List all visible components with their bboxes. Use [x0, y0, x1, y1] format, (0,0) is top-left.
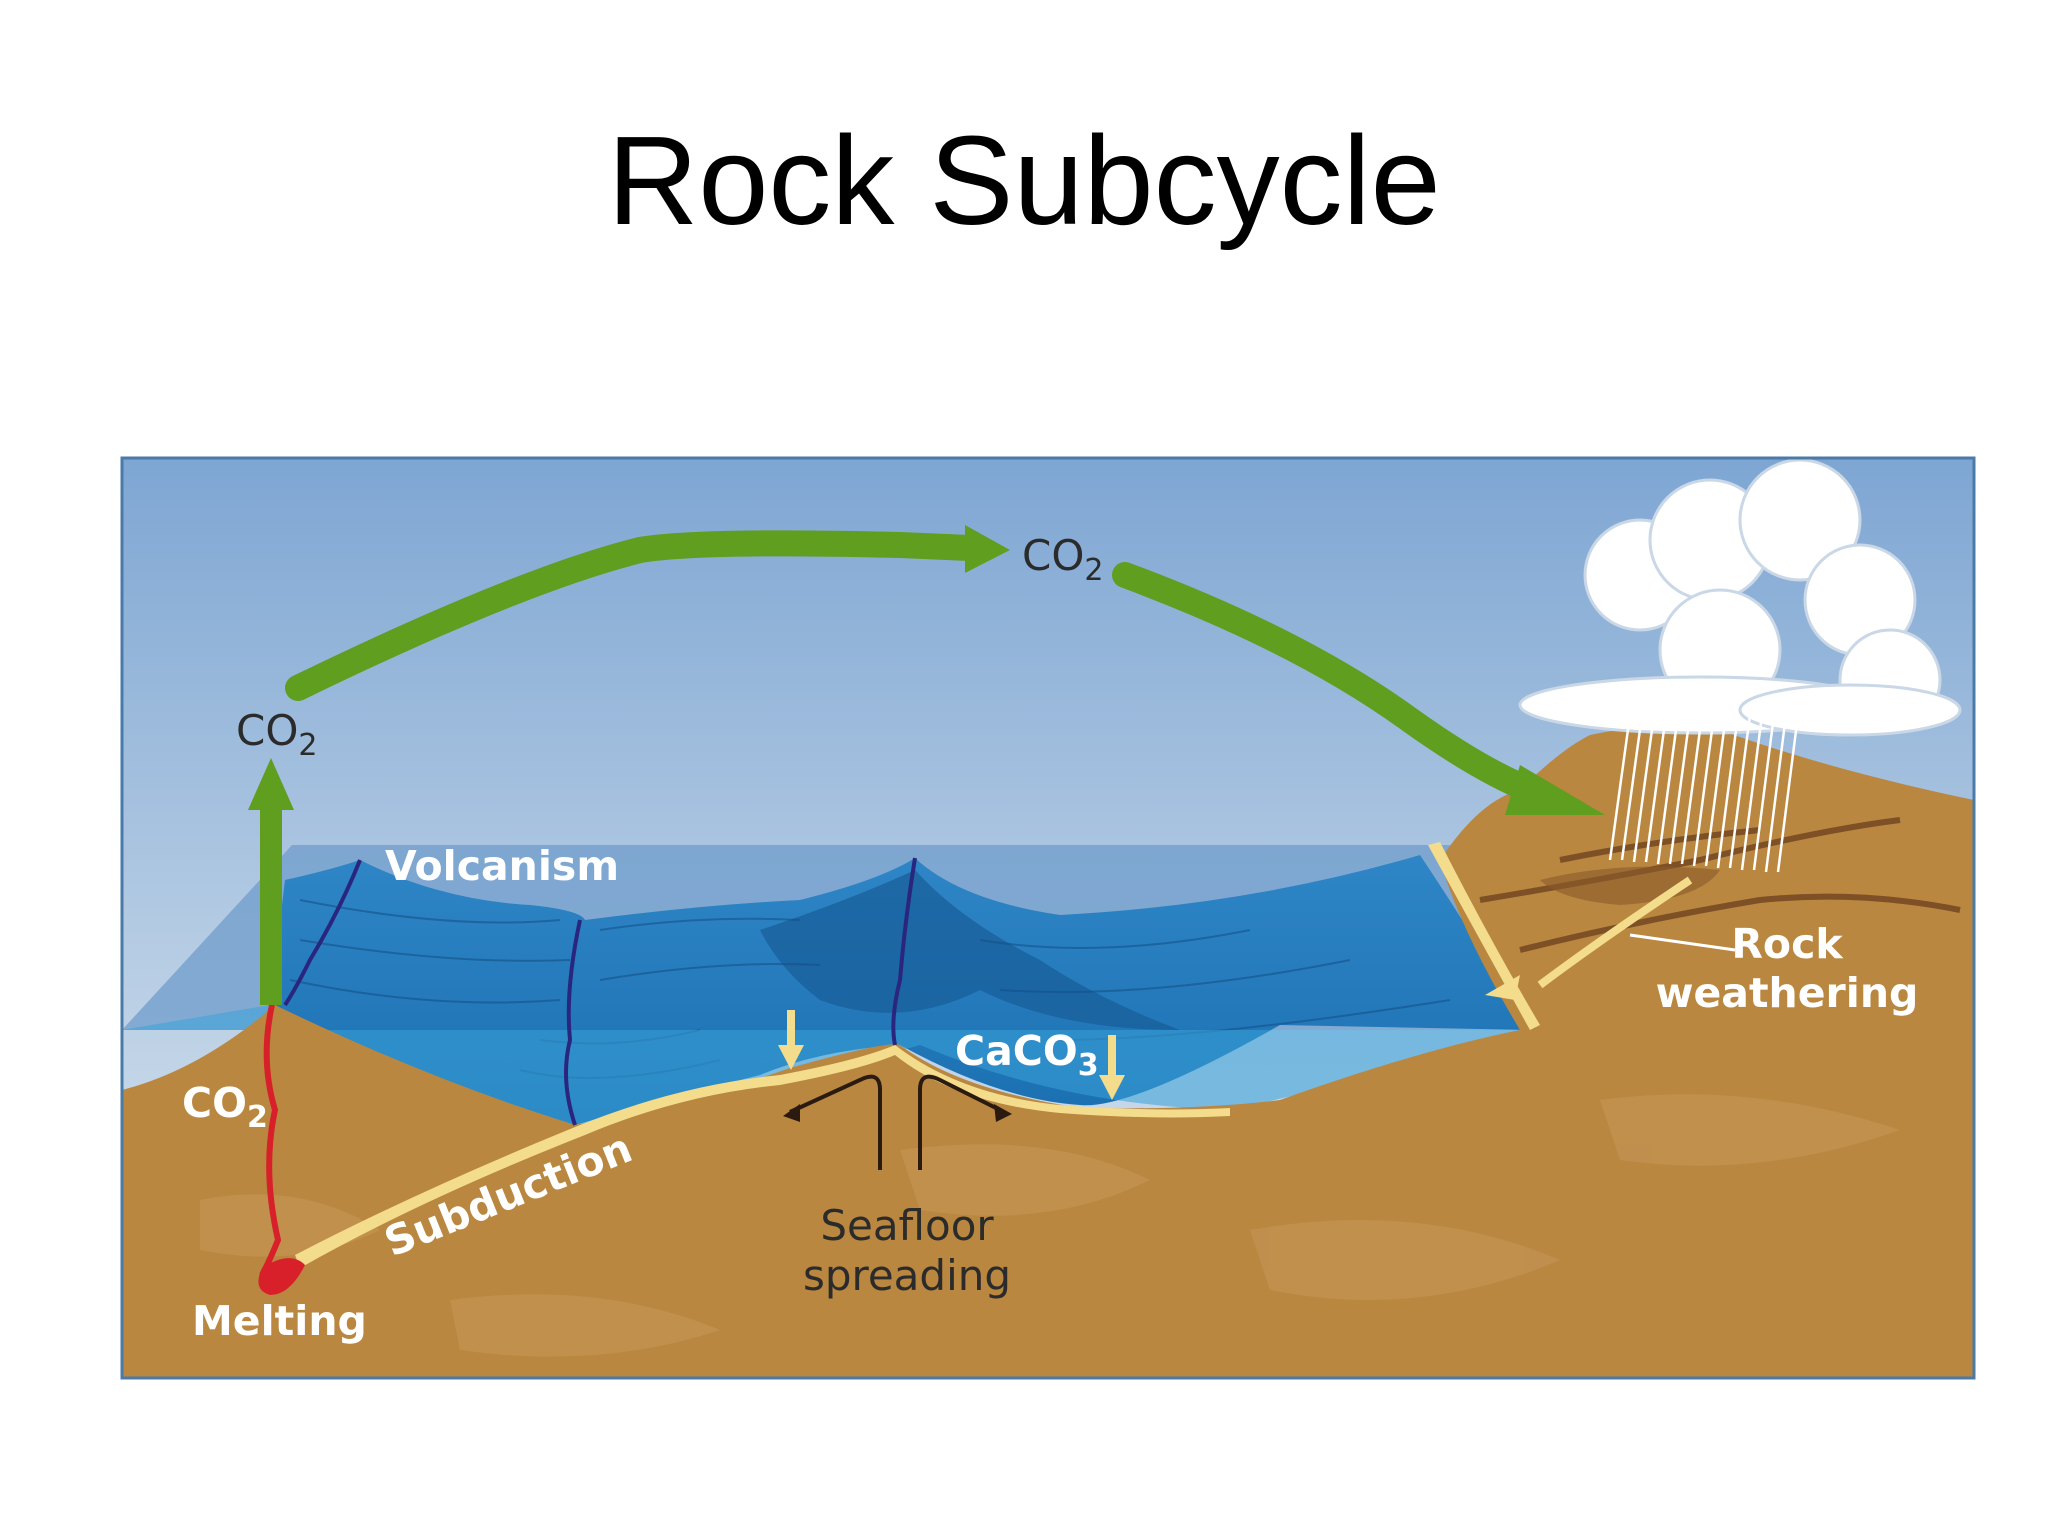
- magma-conduit: [259, 1004, 282, 1277]
- co2-label-sky-left: CO2: [236, 706, 317, 763]
- seafloor-label-line2: spreading: [803, 1251, 1011, 1300]
- rock-weathering-label-line2: weathering: [1656, 969, 1919, 1017]
- caco3-label: CaCO3: [955, 1027, 1099, 1083]
- co2-up-arrow-head: [248, 758, 294, 810]
- spreading-arrows: [789, 1074, 1001, 1170]
- diagram-frame: [120, 456, 1976, 1380]
- rain-lines: [1608, 714, 1800, 873]
- sediment-layer: [295, 1045, 1230, 1268]
- caco3-arrows: [778, 1010, 1125, 1100]
- slide-title: Rock Subcycle: [607, 110, 1441, 251]
- melting-label: Melting: [192, 1297, 367, 1345]
- rock-dark-patch: [1540, 866, 1720, 905]
- co2-down-arrow: [1112, 562, 1543, 803]
- co2-up-arrow-shaft: [260, 805, 282, 1005]
- fault-lines: [283, 857, 917, 1126]
- co2-label-sky-top: CO2: [1022, 531, 1103, 588]
- rock-weathering-label-line1: Rock: [1731, 920, 1844, 968]
- co2-label-ground: CO2: [182, 1079, 268, 1135]
- spreading-arrowhead-right: [994, 1104, 1012, 1122]
- runoff-channel: [1537, 876, 1693, 989]
- ocean-deep-streak: [760, 870, 1180, 1030]
- co2-arc-arrowhead: [965, 525, 1010, 573]
- spreading-arrowhead-left: [783, 1104, 800, 1122]
- co2-flow-arrows: [248, 525, 1605, 1005]
- seafloor-label-line1: Seafloor: [820, 1201, 994, 1250]
- rock-weathering-leader: [1629, 933, 1736, 952]
- magma-blob: [258, 1258, 305, 1295]
- cloud: [1518, 458, 1962, 737]
- rock-ground: [122, 726, 1974, 1378]
- volcanism-label: Volcanism: [385, 842, 619, 890]
- co2-down-arrowhead: [1505, 765, 1605, 815]
- co2-arc-arrow: [285, 530, 983, 701]
- runoff-arrow: [1485, 975, 1520, 1000]
